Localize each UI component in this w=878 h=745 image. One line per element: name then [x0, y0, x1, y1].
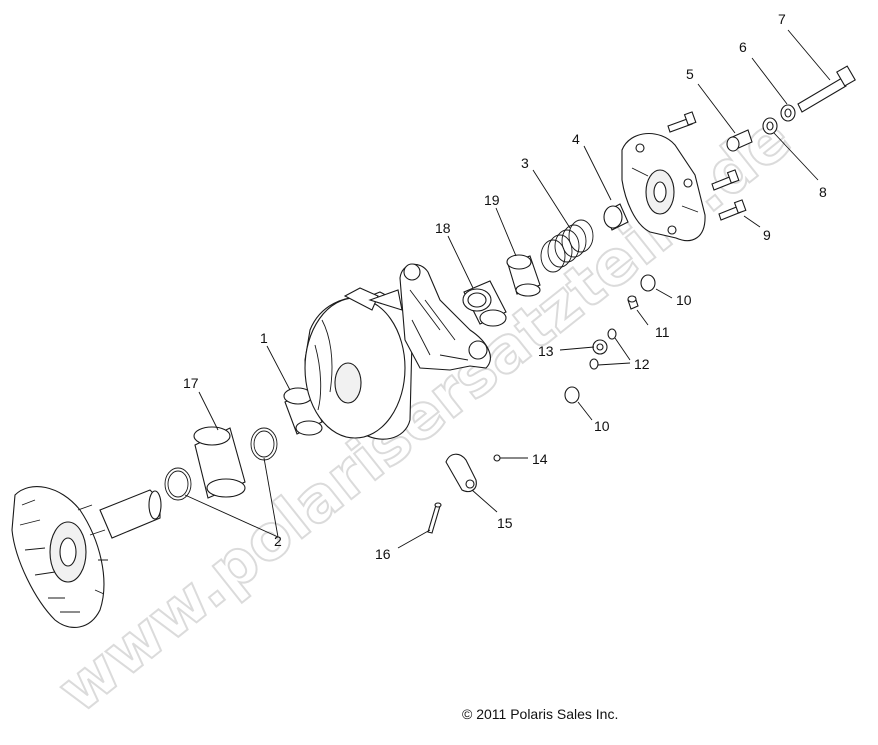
callout-18: 18 — [435, 220, 451, 236]
callout-15: 15 — [497, 515, 513, 531]
callout-9: 9 — [763, 227, 771, 243]
bushing-13 — [592, 339, 608, 355]
bushing-19 — [506, 254, 541, 297]
callout-12: 12 — [634, 356, 650, 372]
callout-5: 5 — [686, 66, 694, 82]
bolt-9a — [667, 111, 697, 133]
callout-3: 3 — [521, 155, 529, 171]
washer-12b — [589, 358, 599, 370]
callout-labels: 1 2 3 4 5 6 7 8 9 10 10 11 12 13 14 15 1… — [183, 11, 827, 562]
bolt-7 — [797, 65, 856, 113]
callout-6: 6 — [739, 39, 747, 55]
bushing-18 — [462, 280, 507, 327]
washer-6 — [780, 104, 796, 122]
callout-16: 16 — [375, 546, 391, 562]
copyright-notice: © 2011 Polaris Sales Inc. — [462, 706, 619, 722]
roller-10b — [564, 386, 580, 404]
callout-2: 2 — [274, 533, 282, 549]
nut-14 — [493, 454, 501, 462]
bushing-17 — [193, 426, 246, 499]
callout-8: 8 — [819, 184, 827, 200]
bolt-9c — [718, 199, 747, 221]
callout-17: 17 — [183, 375, 199, 391]
weight-arm-15 — [445, 453, 477, 493]
spider-arms — [399, 263, 491, 371]
spacer-5 — [726, 129, 753, 152]
pin-16 — [427, 502, 442, 534]
callout-14: 14 — [532, 451, 548, 467]
callout-10b: 10 — [594, 418, 610, 434]
washer-8 — [762, 117, 778, 135]
bolt-9b — [711, 169, 740, 191]
fixed-sheave-shaft — [11, 486, 162, 628]
callout-1: 1 — [260, 330, 268, 346]
bushing-4 — [603, 203, 629, 231]
seal-ring-2a — [164, 467, 192, 501]
cover-plate — [621, 132, 706, 242]
leader-lines — [184, 29, 831, 549]
callout-11: 11 — [655, 324, 670, 340]
seal-ring-2b — [250, 427, 278, 461]
callout-4: 4 — [572, 131, 580, 147]
callout-13: 13 — [538, 343, 554, 359]
callout-7: 7 — [778, 11, 786, 27]
spring-3 — [540, 219, 594, 273]
washer-12a — [607, 328, 617, 340]
callout-10a: 10 — [676, 292, 692, 308]
roller-10a — [640, 274, 656, 292]
callout-19: 19 — [484, 192, 500, 208]
movable-sheave — [304, 287, 413, 440]
pin-11 — [627, 295, 639, 310]
